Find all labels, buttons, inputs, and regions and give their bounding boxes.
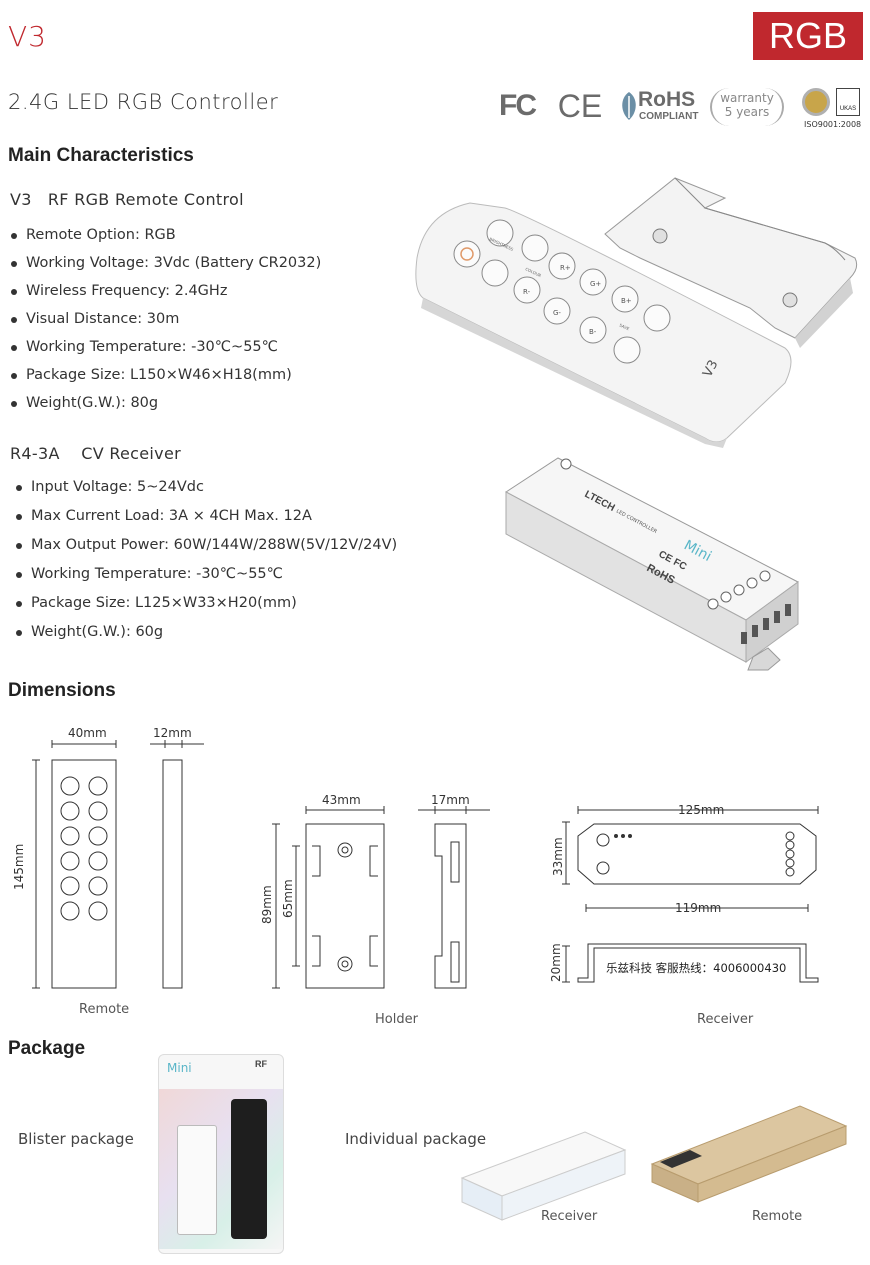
receiver-height-label: 20mm — [549, 943, 563, 982]
receiver-spec-item: Package Size: L125×W33×H20(mm) — [13, 589, 397, 618]
blister-receiver-icon — [177, 1125, 217, 1235]
iso-text: ISO9001:2008 — [804, 120, 862, 129]
remote-height-label: 145mm — [12, 843, 26, 890]
remote-spec-list: Remote Option: RGB Working Voltage: 3Vdc… — [8, 221, 321, 417]
remote-btn-g-plus: G+ — [590, 280, 601, 288]
remote-model-label: V3 — [700, 358, 721, 380]
brand-logo: V3 — [8, 20, 47, 53]
dimensions-title: Dimensions — [8, 680, 116, 701]
blister-remote-icon — [231, 1099, 267, 1239]
remote-box-caption: Remote — [752, 1209, 803, 1224]
holder-width-label: 43mm — [322, 793, 361, 807]
sgs-seal-icon — [802, 88, 830, 116]
remote-width-label: 40mm — [68, 726, 107, 740]
receiver-spec-item: Weight(G.W.): 60g — [13, 618, 397, 647]
remote-spec-title: V3 RF RGB Remote Control — [10, 190, 244, 209]
remote-caption: Remote — [79, 1002, 130, 1017]
holder-height-outer-label: 89mm — [260, 885, 274, 924]
receiver-spec-item: Working Temperature: -30℃~55℃ — [13, 560, 397, 589]
remote-btn-g-minus: G- — [553, 309, 561, 317]
rgb-badge: RGB — [753, 12, 863, 60]
package-title: Package — [8, 1038, 86, 1059]
remote-product-image: R+ R- G+ G- B+ B- BRIGHTNESS COLOUR SAVE… — [415, 177, 858, 448]
holder-depth-label: 17mm — [431, 793, 470, 807]
individual-package-label: Individual package — [345, 1130, 487, 1148]
warranty-line1: warranty — [720, 91, 774, 105]
receiver-spec-item: Max Output Power: 60W/144W/288W(5V/12V/2… — [13, 531, 397, 560]
receiver-spec-item: Max Current Load: 3A × 4CH Max. 12A — [13, 502, 397, 531]
receiver-box-image — [460, 1131, 627, 1221]
receiver-width-label: 33mm — [551, 837, 565, 876]
remote-save-label: SAVE — [619, 322, 631, 331]
remote-btn-r-minus: R- — [523, 288, 531, 296]
receiver-dimension-drawing — [562, 806, 819, 983]
remote-btn-b-plus: B+ — [621, 297, 632, 305]
remote-btn-b-minus: B- — [589, 328, 597, 336]
blister-mini-logo: Mini — [167, 1061, 192, 1075]
remote-btn-r-plus: R+ — [560, 264, 571, 272]
holder-caption: Holder — [375, 1012, 418, 1027]
receiver-side-text: 乐兹科技 客服热线：4006000430 — [606, 961, 787, 975]
remote-spec-item: Wireless Frequency: 2.4GHz — [8, 277, 321, 305]
ukas-mark: UKAS — [836, 88, 860, 116]
remote-colour-label: COLOUR — [525, 266, 543, 278]
warranty-badge: warranty 5 years — [710, 88, 784, 126]
warranty-line2: 5 years — [724, 105, 770, 119]
remote-spec-item: Working Voltage: 3Vdc (Battery CR2032) — [8, 249, 321, 277]
holder-dimension-drawing — [272, 806, 490, 989]
fcc-logo: FC — [499, 89, 537, 122]
iso-logo: UKAS ISO9001:2008 — [800, 86, 864, 130]
receiver-spec-list: Input Voltage: 5~24Vdc Max Current Load:… — [13, 473, 397, 647]
blister-rf-text: RF — [255, 1059, 267, 1069]
remote-depth-label: 12mm — [153, 726, 192, 740]
main-characteristics-title: Main Characteristics — [8, 145, 194, 166]
rohs-logo: RoHS COMPLIANT — [618, 88, 698, 126]
remote-spec-item: Weight(G.W.): 80g — [8, 389, 321, 417]
product-title: 2.4G LED RGB Controller — [8, 90, 279, 114]
rohs-text: RoHS — [638, 88, 696, 111]
remote-spec-item: Visual Distance: 30m — [8, 305, 321, 333]
remote-spec-item: Remote Option: RGB — [8, 221, 321, 249]
leaf-icon — [622, 92, 636, 120]
blister-package-image: Mini RF — [158, 1054, 284, 1254]
receiver-product-image: LTECH LED CONTROLLER Mini CE FC RoHS — [505, 457, 799, 671]
remote-spec-item: Working Temperature: -30℃~55℃ — [8, 333, 321, 361]
receiver-spec-title: R4-3A CV Receiver — [10, 444, 181, 463]
holder-height-inner-label: 65mm — [281, 879, 295, 918]
receiver-box-caption: Receiver — [541, 1209, 598, 1224]
remote-spec-item: Package Size: L150×W46×H18(mm) — [8, 361, 321, 389]
receiver-inner-length-label: 119mm — [675, 901, 722, 915]
rohs-compliant-text: COMPLIANT — [639, 111, 699, 122]
remote-box-image — [650, 1105, 848, 1203]
ce-logo: CE — [557, 87, 603, 124]
blister-package-label: Blister package — [18, 1130, 134, 1148]
remote-dimension-drawing — [32, 740, 204, 989]
receiver-spec-item: Input Voltage: 5~24Vdc — [13, 473, 397, 502]
receiver-caption: Receiver — [697, 1012, 754, 1027]
